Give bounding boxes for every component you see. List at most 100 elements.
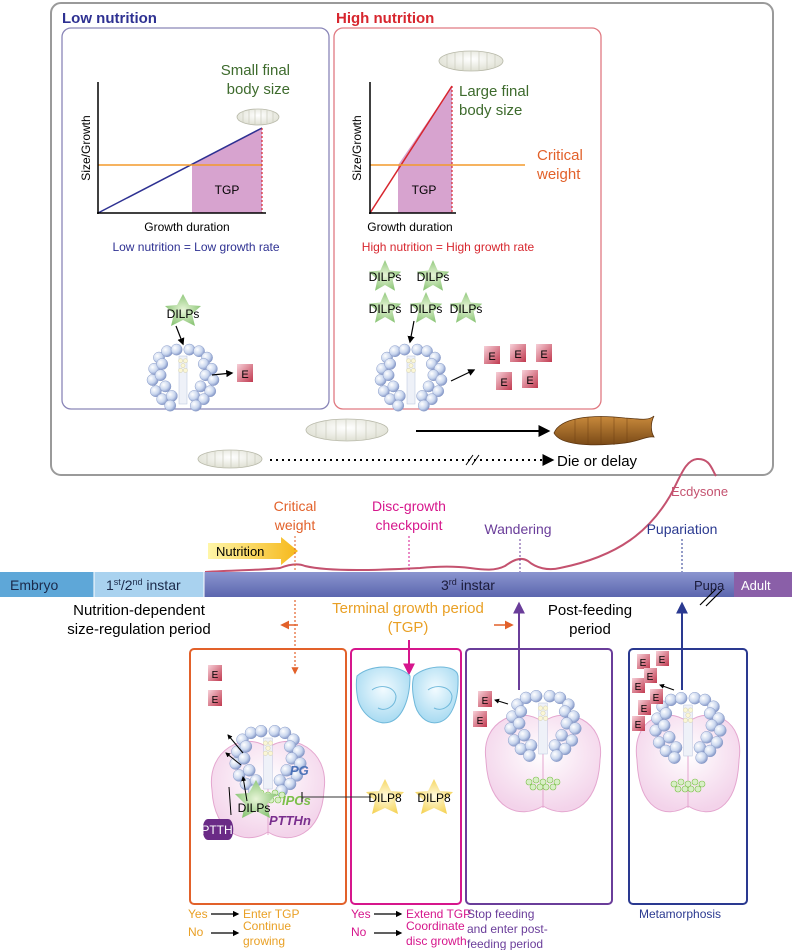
- nutrition-dependent-label-line2: size-regulation period: [67, 621, 210, 638]
- pupariation-ecdysone-icon-5: E: [638, 700, 651, 715]
- disc-checkpoint-box: [350, 648, 462, 905]
- dilp8-star-icon-right: [415, 779, 453, 814]
- svg-text:E: E: [212, 670, 219, 681]
- outcome-disc-no: No: [351, 925, 367, 939]
- disc-checkpoint-label-line1: Disc-growth: [372, 498, 446, 514]
- stage-pupa-label: Pupa: [694, 578, 725, 593]
- svg-text:E: E: [241, 369, 248, 381]
- ecdysone-icon: [522, 370, 538, 388]
- critical-ecdysone-icon-2: E: [208, 690, 222, 706]
- ecdysone-icon: [496, 372, 512, 390]
- ecdysone-curve-label: Ecdysone: [671, 484, 728, 499]
- stage-instar12: [94, 572, 204, 597]
- critical-weight-label-line2: weight: [274, 517, 316, 533]
- stage-instar3-label: 3rd instar: [441, 577, 495, 593]
- ecdysone-titer-curve: [204, 457, 717, 573]
- high-body-size-line2: body size: [459, 102, 522, 119]
- wandering-ecdysone-icon-2: E: [473, 711, 487, 727]
- critical-dilps-arrow: [241, 776, 248, 802]
- svg-text:E: E: [641, 704, 648, 715]
- critical-pg-label: PG: [290, 763, 309, 778]
- critical-ptth-line: [228, 786, 232, 816]
- high-dilps-label: DILPs: [417, 270, 450, 284]
- low-dilps-arrow: [175, 325, 185, 346]
- low-tgp-area: [192, 128, 262, 213]
- outcome-disc-yes: Yes: [351, 907, 371, 921]
- low-tgp-label: TGP: [215, 183, 240, 197]
- wing-disc-icon-right: [412, 666, 459, 724]
- pupariation-ecdysone-icon-2: E: [656, 651, 669, 666]
- wandering-ecdysone-arrow: [494, 698, 509, 705]
- stage-adult: [734, 572, 792, 597]
- outcome-continue-line1: Continue: [243, 919, 291, 933]
- ecdysone-label: E: [540, 349, 547, 361]
- tgp-period-label-line1: Terminal growth period: [332, 600, 484, 617]
- high-dilps-label: DILPs: [450, 302, 483, 316]
- low-x-axis-label: Growth duration: [144, 220, 229, 234]
- high-dilps-arrow: [407, 320, 415, 344]
- high-nutrition-heading: High nutrition: [336, 10, 434, 27]
- high-ecdysone-arrow: [450, 369, 476, 382]
- stage-instar3: [204, 572, 734, 597]
- nutrition-arrow: [208, 537, 298, 565]
- pupariation-ecdysone-icon-1: E: [637, 654, 650, 669]
- high-dilps-label: DILPs: [369, 302, 402, 316]
- low-rate-text: Low nutrition = Low growth rate: [112, 240, 279, 254]
- outcome-metamorphosis: Metamorphosis: [639, 907, 721, 921]
- stage-adult-label: Adult: [741, 578, 771, 593]
- post-feeding-label-line2: period: [569, 621, 611, 638]
- svg-text:E: E: [647, 672, 654, 683]
- tgp-period-label-line2: (TGP): [388, 619, 429, 636]
- critical-ipcs-label: IPCs: [282, 793, 311, 808]
- svg-text:E: E: [653, 693, 660, 704]
- outcome-coordinate-line2: disc growth: [406, 934, 467, 948]
- pupa-break-mark: [699, 588, 723, 607]
- stage-embryo-label: Embryo: [10, 577, 58, 593]
- low-growth-chart: [97, 82, 266, 214]
- svg-text:E: E: [659, 655, 666, 666]
- pupariation-ecdysone-icon-6: E: [650, 689, 663, 704]
- low-dilps-label: DILPs: [167, 307, 200, 321]
- ecdysone-label: E: [526, 375, 533, 387]
- outcome-stop-line1: Stop feeding: [467, 907, 534, 921]
- low-ecdysone-icon: E: [237, 364, 253, 382]
- ecdysone-icon: [510, 344, 526, 362]
- svg-text:E: E: [482, 696, 489, 707]
- critical-ecdysone-arrow-1: [227, 734, 244, 754]
- svg-text:E: E: [212, 695, 219, 706]
- low-body-size-line2: body size: [227, 81, 290, 98]
- critical-ptthn-label: PTTHn: [269, 813, 311, 828]
- ecdysone-icon: [484, 346, 500, 364]
- outcome-cw-yes: Yes: [188, 907, 208, 921]
- stage-embryo: [0, 572, 94, 597]
- wandering-ecdysone-icon-1: E: [478, 691, 492, 707]
- dilp8-label-left: DILP8: [368, 791, 402, 805]
- wandering-box: [465, 648, 613, 905]
- critical-dilps-star-icon: [235, 780, 277, 818]
- high-growth-chart: [369, 82, 525, 214]
- dilp8-star-icon-left: [366, 779, 404, 814]
- critical-ecdysone-icon-1: E: [208, 665, 222, 681]
- dilps-star-icon: [368, 260, 402, 291]
- high-body-size-line1: Large final: [459, 83, 529, 100]
- post-feeding-label-line1: Post-feeding: [548, 602, 632, 619]
- outcome-continue-line2: growing: [243, 934, 285, 948]
- wandering-label: Wandering: [484, 521, 551, 537]
- dilps-star-icon: [409, 292, 443, 323]
- critical-ecdysone-arrow-2: [225, 752, 242, 766]
- ecdysone-label: E: [500, 377, 507, 389]
- pupariation-label: Pupariation: [647, 521, 718, 537]
- svg-text:E: E: [635, 720, 642, 731]
- feeding-larva-icon: [305, 418, 389, 442]
- ecdysone-icon: [536, 344, 552, 362]
- dilps-star-icon: [449, 292, 483, 323]
- outcome-cw-no: No: [188, 925, 204, 939]
- outcome-enter-tgp: Enter TGP: [243, 907, 299, 921]
- pupariation-ecdysone-arrow: [659, 683, 675, 691]
- high-nutrition-panel: [333, 27, 602, 410]
- pupa-icon: [553, 415, 655, 446]
- dilp8-label-right: DILP8: [417, 791, 451, 805]
- small-larva-icon: [236, 108, 280, 126]
- low-growth-line: [97, 127, 263, 214]
